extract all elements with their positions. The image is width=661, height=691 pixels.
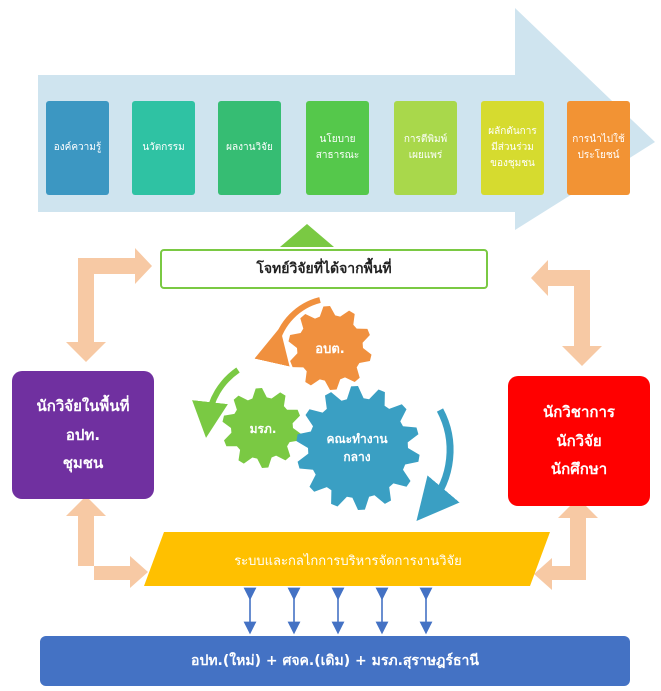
left-connector-arrow-down (66, 342, 106, 362)
gear-left-shape (222, 388, 302, 468)
gear-top-shape (288, 306, 372, 390)
bottom-bar-label: อปท.(ใหม่) + ศจค.(เดิม) + มรภ.สุราษฎร์ธา… (191, 653, 479, 669)
gear-label-center: คณะทำงาน กลาง (326, 432, 388, 464)
management-bar-shape (144, 532, 550, 586)
bottom-right-connector-arrow (534, 514, 586, 590)
blue-rotation-arrow (416, 408, 460, 522)
outcome-public-policy: นโยบาย สาธารณะ (306, 101, 369, 195)
gear-label-left: มรภ. (249, 422, 277, 436)
management-bar-label: ระบบและกลไกการบริหารจัดการงานวิจัย (234, 553, 462, 569)
bottom-right-arrow-up (558, 498, 598, 518)
problem-box: โจทย์วิจัยที่ได้จากพื้นที่ (160, 249, 488, 289)
green-rotation-arrow (192, 367, 240, 438)
outcome-utilization: การนำไปใช้ ประโยชน์ (567, 101, 630, 195)
bottom-left-connector-arrow (78, 512, 148, 588)
bottom-left-arrow-up (66, 496, 106, 516)
right-connector-arrow-top (531, 260, 590, 352)
gear-center-shape (296, 386, 420, 510)
outcome-community-participation: ผลักดันการ มีส่วนร่วม ของชุมชน (481, 101, 544, 195)
local-researchers-box: นักวิจัยในพื้นที่ อปท. ชุมชน (12, 371, 154, 499)
gear-label-top: อบต. (315, 342, 345, 357)
right-connector-arrow-down (562, 346, 602, 366)
academics-box: นักวิชาการ นักวิจัย นักศึกษา (508, 376, 650, 506)
gear-orange-abt (288, 306, 372, 390)
outcome-knowledge: องค์ความรู้ (46, 101, 109, 195)
outcome-innovation: นวัตกรรม (132, 101, 195, 195)
orange-rotation-arrow (254, 297, 321, 367)
gear-green-mrp (222, 388, 302, 468)
gear-blue-center (296, 386, 420, 510)
up-triangle (280, 224, 334, 247)
left-connector-arrow-top (78, 248, 152, 352)
link-arrows (243, 587, 433, 635)
outcome-research-results: ผลงานวิจัย (218, 101, 281, 195)
bottom-bar-shape (40, 636, 630, 686)
outcome-publication: การตีพิมพ์ เผยแพร่ (394, 101, 457, 195)
